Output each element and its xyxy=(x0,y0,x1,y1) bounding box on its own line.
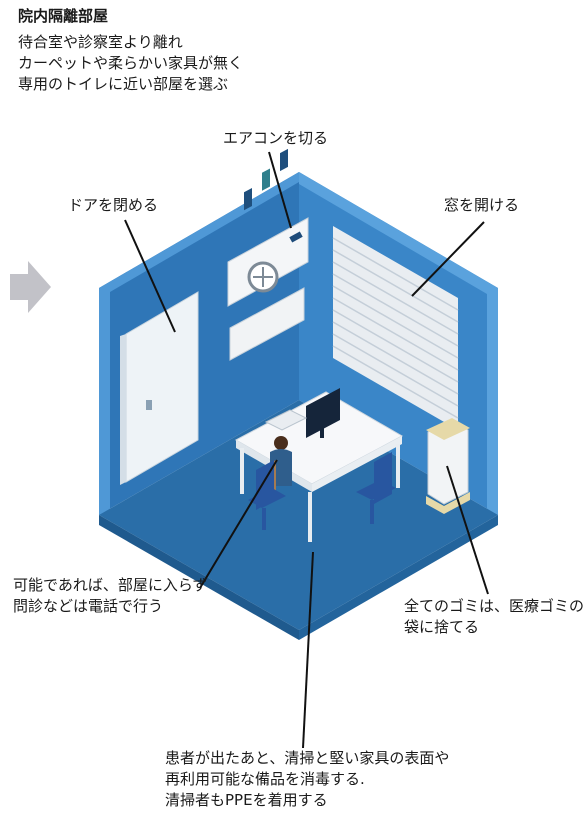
monitor-icon xyxy=(306,388,340,438)
intro-line: 専用のトイレに近い部屋を選ぶ xyxy=(18,75,229,93)
intro-line: 待合室や診察室より離れ xyxy=(18,33,183,51)
window-blinds xyxy=(333,226,458,430)
leader-phone xyxy=(199,459,278,589)
leader-window xyxy=(411,221,485,297)
page-title: 院内隔離部屋 xyxy=(18,7,109,25)
label-line: 清掃者もPPEを着用する xyxy=(165,791,328,809)
label-cleaning: 患者が出たあと、清掃と堅い家具の表面や 再利用可能な備品を消毒する. 清掃者もP… xyxy=(165,748,449,811)
door-handle-icon xyxy=(146,400,152,410)
room-floor-front-right xyxy=(299,515,498,640)
chair xyxy=(356,452,396,524)
door-frame xyxy=(120,334,126,485)
intro-line: カーペットや柔らかい家具が無く xyxy=(18,54,244,72)
leader-door xyxy=(124,219,176,333)
intro-text: 待合室や診察室より離れ カーペットや柔らかい家具が無く 専用のトイレに近い部屋を… xyxy=(18,32,243,95)
leader-trash xyxy=(446,465,489,595)
label-line: 再利用可能な備品を消毒する. xyxy=(165,770,365,788)
label-air-conditioner: エアコンを切る xyxy=(223,129,329,147)
label-line: 袋に捨てる xyxy=(404,618,480,636)
label-line: 問診などは電話で行う xyxy=(13,597,164,615)
label-line: 患者が出たあと、清掃と堅い家具の表面や xyxy=(165,749,450,767)
air-conditioner xyxy=(227,217,309,307)
label-door: ドアを閉める xyxy=(68,196,159,214)
leader-cleaning xyxy=(302,551,314,749)
leader-air-conditioner xyxy=(268,151,292,229)
arrow-right-icon xyxy=(10,261,51,313)
label-window: 窓を開ける xyxy=(444,196,520,214)
label-line: 可能であれば、部屋に入らず xyxy=(13,576,208,594)
label-phone-consultation: 可能であれば、部屋に入らず 問診などは電話で行う xyxy=(13,575,208,617)
label-trash: 全てのゴミは、医療ゴミの 袋に捨てる xyxy=(404,596,584,638)
patient-head xyxy=(274,436,288,450)
wall-shelf xyxy=(229,287,305,361)
room-floor-front-left xyxy=(99,515,299,640)
room-right-wall-edge xyxy=(299,172,498,515)
label-line: 全てのゴミは、医療ゴミの xyxy=(404,597,585,615)
